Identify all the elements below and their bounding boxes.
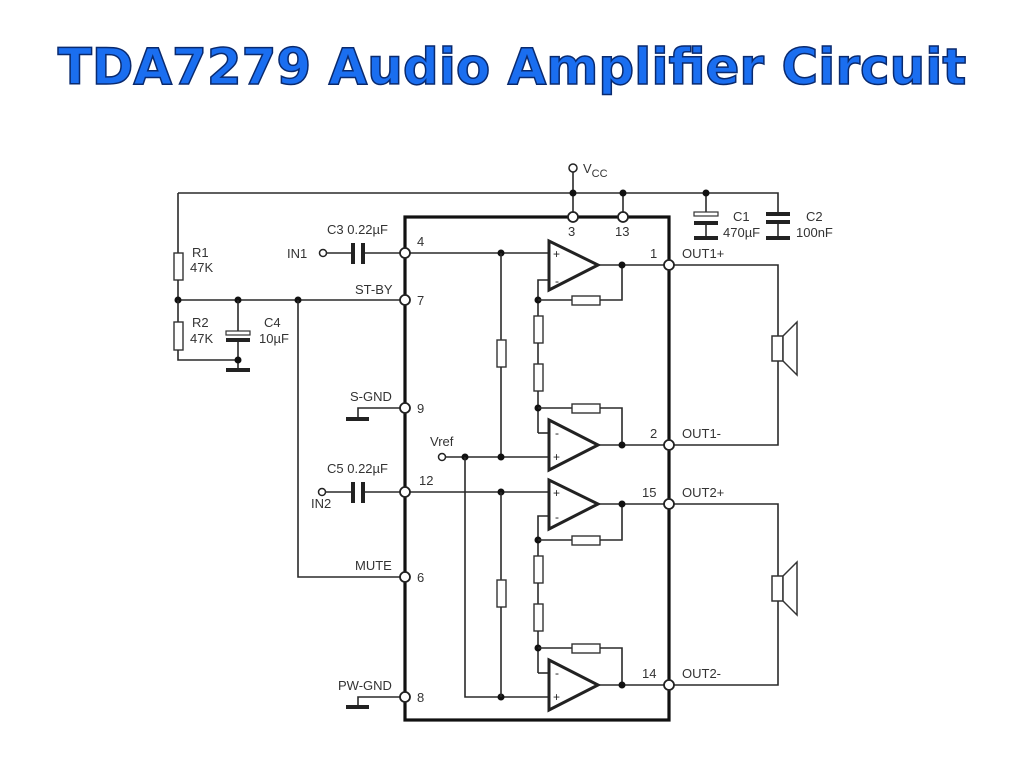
junction-dot xyxy=(702,189,710,197)
r2-value: 47K xyxy=(190,331,213,346)
vcc-label: VCC xyxy=(583,161,608,180)
r1-value: 47K xyxy=(190,260,213,275)
pw-gnd: PW-GND xyxy=(338,678,405,709)
mute-label: MUTE xyxy=(355,558,392,573)
svg-text:+: + xyxy=(553,486,560,500)
pin-12-number: 12 xyxy=(419,473,433,488)
pin-6-number: 6 xyxy=(417,570,424,585)
ic-body xyxy=(403,215,671,722)
svg-text:-: - xyxy=(555,426,559,440)
c5-label: C5 0.22µF xyxy=(327,461,388,476)
st-by-label: ST-BY xyxy=(355,282,393,297)
in2-label: IN2 xyxy=(311,496,331,511)
svg-text:+: + xyxy=(553,450,560,464)
opamp-1: + - xyxy=(547,238,602,293)
in1-label: IN1 xyxy=(287,246,307,261)
ic-pins: 3 13 4 7 9 12 6 8 1 2 15 14 xyxy=(399,211,675,705)
opamp-3: + - xyxy=(547,477,602,532)
vref-label: Vref xyxy=(430,434,454,449)
resistor-r1: R1 47K xyxy=(173,245,213,300)
r1-name: R1 xyxy=(192,245,209,260)
opamp-2: - + xyxy=(547,417,602,473)
pw-gnd-label: PW-GND xyxy=(338,678,392,693)
c1-value: 470µF xyxy=(723,225,760,240)
svg-text:-: - xyxy=(555,666,559,680)
pin-4-number: 4 xyxy=(417,234,424,249)
ground-symbol xyxy=(226,368,250,372)
s-gnd-label: S-GND xyxy=(350,389,392,404)
pin-8-number: 8 xyxy=(417,690,424,705)
out2p-label: OUT2+ xyxy=(682,485,724,500)
out2m-label: OUT2- xyxy=(682,666,721,681)
pin-14-number: 14 xyxy=(642,666,656,681)
junction-dot xyxy=(569,189,577,197)
mute-wire xyxy=(297,300,405,578)
capacitor-c1: C1 470µF xyxy=(693,209,760,240)
pin-7-number: 7 xyxy=(417,293,424,308)
pin-13-number: 13 xyxy=(615,224,629,239)
r2-name: R2 xyxy=(192,315,209,330)
capacitor-c2: C2 100nF xyxy=(766,209,833,240)
pin-2-number: 2 xyxy=(650,426,657,441)
speaker-1 xyxy=(669,264,798,446)
c1-name: C1 xyxy=(733,209,750,224)
internal-wiring: Vref xyxy=(405,249,669,701)
resistor-r2: R2 47K xyxy=(173,300,238,361)
svg-text:-: - xyxy=(555,274,559,288)
opamp-4: - + xyxy=(547,657,602,713)
svg-text:+: + xyxy=(553,690,560,704)
capacitor-c4: C4 10µF xyxy=(225,300,289,372)
out1m-label: OUT1- xyxy=(682,426,721,441)
svg-text:-: - xyxy=(555,510,559,524)
pin-9-number: 9 xyxy=(417,401,424,416)
s-gnd: S-GND xyxy=(346,389,405,421)
c2-value: 100nF xyxy=(796,225,833,240)
pin-3-number: 3 xyxy=(568,224,575,239)
pin-15-number: 15 xyxy=(642,485,656,500)
vcc-terminal xyxy=(568,163,578,173)
c3-label: C3 0.22µF xyxy=(327,222,388,237)
c2-name: C2 xyxy=(806,209,823,224)
input-in1: IN1 C3 0.22µF xyxy=(287,222,405,264)
svg-text:+: + xyxy=(553,247,560,261)
page-title: TDA7279 Audio Amplifier Circuit xyxy=(57,37,967,97)
junction-dot xyxy=(619,189,627,197)
c4-name: C4 xyxy=(264,315,281,330)
supply-rail: VCC xyxy=(177,161,779,253)
pin-1-number: 1 xyxy=(650,246,657,261)
c4-value: 10µF xyxy=(259,331,289,346)
input-in2: IN2 C5 0.22µF xyxy=(311,461,405,511)
out1p-label: OUT1+ xyxy=(682,246,724,261)
speaker-2 xyxy=(669,503,798,686)
